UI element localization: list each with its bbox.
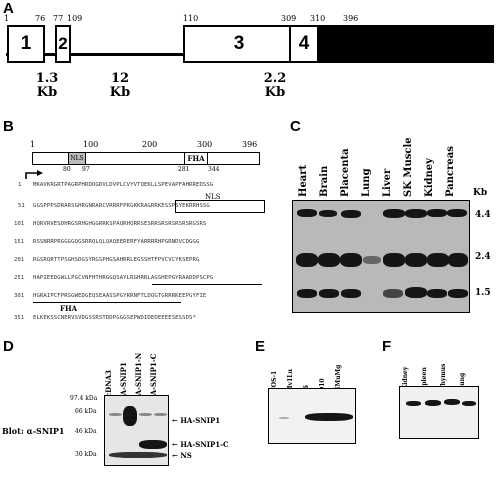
scale-300: 300 bbox=[197, 140, 213, 149]
marker-97: 97.4 kDa bbox=[70, 395, 98, 402]
seq-row-251: HAPIEEDGWLLPGCVNFHTHRGGQSAYLRGHRRLAGSHEP… bbox=[33, 275, 214, 281]
seq-num-351: 351 bbox=[14, 315, 25, 321]
panel-c-label: C bbox=[290, 118, 301, 135]
exon-2: 2 bbox=[55, 25, 71, 63]
seq-num-101: 101 bbox=[14, 221, 25, 227]
arrow-ha-snip1-c: ← HA-SNIP1-C bbox=[172, 440, 229, 449]
scale-1: 1 bbox=[30, 140, 36, 149]
seq-row-101: HQRVRVESDHRGSRHGHGGRRKSPAQRHQRRSESRRSRSR… bbox=[33, 221, 207, 227]
protein-bar bbox=[32, 152, 260, 165]
tick-396: 396 bbox=[343, 14, 359, 23]
seq-row-201: RGSRQRTTPSGHSDGSYRGSPHGSAHRRLEGSSHTFPVCV… bbox=[33, 257, 200, 263]
start-arrow-icon bbox=[25, 170, 43, 179]
tick-109: 109 bbox=[67, 14, 83, 23]
marker-30: 30 kDa bbox=[75, 451, 97, 458]
seq-row-351: ELKEKSSCNERVSVDGSSRSTDDPGGGSEPWDIDEDEEEE… bbox=[33, 315, 196, 321]
kb-header: Kb bbox=[473, 188, 488, 198]
seq-num-151: 151 bbox=[14, 239, 25, 245]
seq-row-1: MKAVKRGRTPAGRPHRDDGDVLDVPLCVYVTQEKLLSPEV… bbox=[33, 182, 214, 188]
size-4-4: 4.4 bbox=[475, 210, 491, 220]
lane-heart: Heart bbox=[298, 164, 309, 197]
size-1-5: 1.5 bbox=[475, 288, 491, 298]
lane-brain: Brain bbox=[319, 165, 330, 197]
western-blot-e bbox=[268, 388, 356, 444]
northern-blot bbox=[292, 200, 470, 313]
western-blot-f bbox=[399, 386, 479, 439]
fha-start: 281 bbox=[178, 166, 190, 173]
lane-lung: Lung bbox=[361, 168, 372, 197]
seq-num-1: 1 bbox=[18, 182, 22, 188]
marker-66: 66 kDa bbox=[75, 408, 97, 415]
arrow-ha-snip1: ← HA-SNIP1 bbox=[172, 416, 221, 425]
exon-3: 3 bbox=[183, 25, 295, 63]
exon-4: 4 bbox=[289, 25, 319, 63]
fha-domain: FHA bbox=[184, 152, 208, 165]
tick-110: 110 bbox=[183, 14, 199, 23]
exon-1: 1 bbox=[7, 25, 45, 63]
fha-underline-1 bbox=[152, 284, 262, 285]
panel-f-label: F bbox=[382, 338, 392, 355]
western-blot-d bbox=[104, 395, 169, 466]
seq-row-301: HGRAIPCFPRSGWEDGEQSEAASSPGYRRNFTLDQGTGRR… bbox=[33, 293, 207, 299]
seq-num-301: 301 bbox=[14, 293, 25, 299]
tick-1: 1 bbox=[4, 14, 10, 23]
panel-e-label: E bbox=[255, 338, 266, 355]
fha-seq-label: FHA bbox=[60, 304, 78, 313]
nls-seq-label: NLS bbox=[205, 193, 221, 201]
nls-end: 97 bbox=[82, 166, 90, 173]
arrow-ns: ← NS bbox=[172, 451, 192, 460]
utr-block bbox=[318, 25, 494, 63]
panel-b-label: B bbox=[3, 118, 14, 135]
size-2-4: 2.4 bbox=[475, 252, 491, 262]
nls-domain: NLS bbox=[68, 152, 86, 165]
intron-2-size: 12 Kb bbox=[109, 71, 131, 100]
fha-end: 344 bbox=[208, 166, 220, 173]
seq-num-201: 201 bbox=[14, 257, 25, 263]
tick-310: 310 bbox=[310, 14, 326, 23]
blot-label: Blot: α-SNIP1 bbox=[2, 426, 65, 436]
lane-kidney: Kidney bbox=[424, 158, 435, 197]
seq-row-151: RSSNRRPRGGGGQGSRRQLQLQAQEERERFYARRRRHPGR… bbox=[33, 239, 200, 245]
scale-100: 100 bbox=[83, 140, 99, 149]
lane-placenta: Placenta bbox=[340, 148, 351, 197]
lane-sk-muscle: SK Muscle bbox=[403, 137, 414, 197]
seq-num-251: 251 bbox=[14, 275, 25, 281]
seq-row-51: GGSPPPSDRARSGHRGNRARCVRRRFPKGKKRAGRRKESS… bbox=[33, 203, 210, 209]
intron-line bbox=[6, 53, 306, 56]
tick-76: 76 bbox=[35, 14, 46, 23]
lane-pancreas: Pancreas bbox=[445, 146, 456, 197]
fha-underline-2 bbox=[33, 302, 181, 303]
nls-seq-box bbox=[175, 200, 265, 213]
nls-start: 80 bbox=[63, 166, 71, 173]
scale-200: 200 bbox=[142, 140, 158, 149]
seq-num-51: 51 bbox=[18, 203, 25, 209]
panel-a-label: A bbox=[3, 0, 14, 17]
marker-46: 46 kDa bbox=[75, 428, 97, 435]
lane-liver: Liver bbox=[382, 168, 393, 197]
scale-396: 396 bbox=[242, 140, 258, 149]
intron-3-size: 2.2 Kb bbox=[263, 71, 287, 100]
tick-77: 77 bbox=[53, 14, 64, 23]
tick-309: 309 bbox=[281, 14, 297, 23]
panel-d-label: D bbox=[3, 338, 14, 355]
intron-1-size: 1.3 Kb bbox=[35, 71, 59, 100]
